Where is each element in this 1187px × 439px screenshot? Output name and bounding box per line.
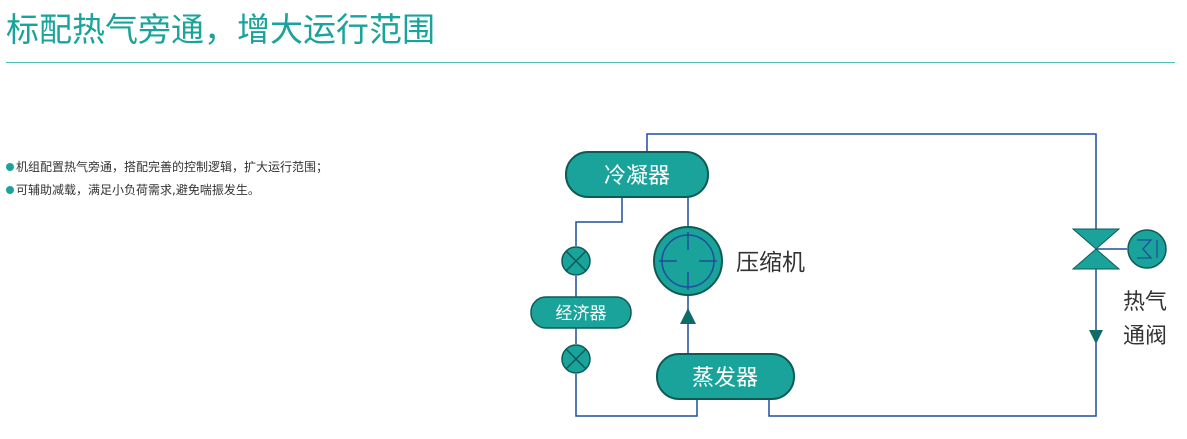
page-title: 标配热气旁通，增大运行范围: [6, 10, 435, 49]
compressor-label: 压缩机: [736, 250, 805, 276]
economizer-box: 经济器: [530, 296, 632, 329]
pipe-expansion2-to-evaporator: [575, 374, 698, 417]
evaporator-box: 蒸发器: [656, 353, 795, 400]
list-item: 可辅助减载，满足小负荷需求,避免喘振发生。: [6, 179, 328, 202]
valve-actuator-icon: [1127, 229, 1167, 269]
hot-gas-valve-label: 通阀: [1123, 324, 1167, 349]
expansion-valve-icon: [561, 246, 591, 276]
economizer-label: 经济器: [556, 304, 607, 324]
title-divider: [6, 62, 1175, 63]
hot-gas-valve-icon: [1071, 228, 1121, 270]
bullet-text: 机组配置热气旁通，搭配完善的控制逻辑，扩大运行范围；: [16, 160, 329, 174]
bullet-dot-icon: [6, 186, 14, 194]
condenser-label: 冷凝器: [604, 164, 670, 189]
pipe-top-loop: [646, 133, 1097, 230]
evaporator-label: 蒸发器: [692, 366, 758, 391]
flow-arrow-down-icon: [1089, 330, 1103, 344]
list-item: 机组配置热气旁通，搭配完善的控制逻辑，扩大运行范围；: [6, 156, 328, 179]
condenser-box: 冷凝器: [565, 151, 709, 198]
pipe-right-return: [768, 268, 1097, 417]
flow-arrow-up-icon: [680, 308, 696, 324]
compressor-icon: [653, 226, 723, 296]
hot-gas-valve-label: 热气: [1123, 290, 1167, 315]
bullet-dot-icon: [6, 163, 14, 171]
expansion-valve-icon: [561, 344, 591, 374]
feature-list: 机组配置热气旁通，搭配完善的控制逻辑，扩大运行范围； 可辅助减载，满足小负荷需求…: [6, 156, 328, 202]
pipe-condenser-left: [575, 196, 623, 246]
bullet-text: 可辅助减载，满足小负荷需求,避免喘振发生。: [16, 183, 260, 197]
